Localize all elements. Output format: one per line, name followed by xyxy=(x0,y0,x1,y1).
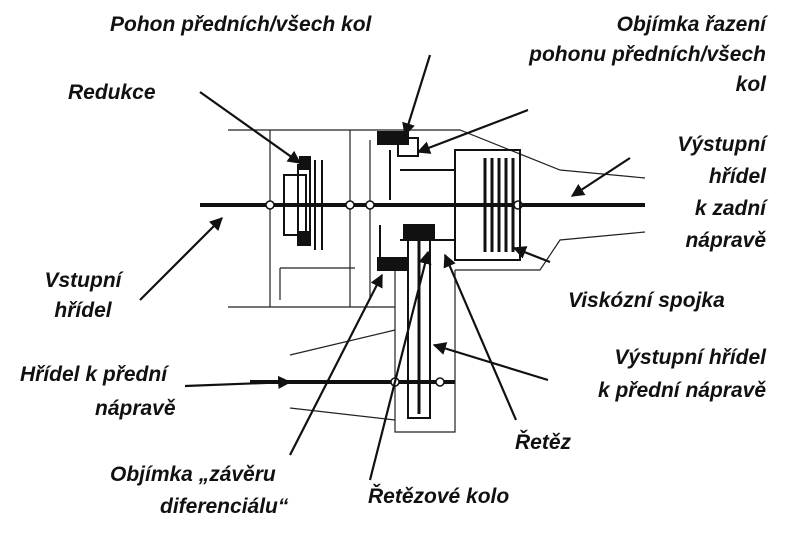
label-rear-output-line2: hřídel xyxy=(708,165,766,188)
label-sprocket: Řetězové kolo xyxy=(368,485,510,508)
chain-drive xyxy=(403,224,435,419)
label-input-shaft-line2: hřídel xyxy=(54,299,112,322)
label-rear-output-line4: nápravě xyxy=(685,229,766,252)
leader-arrows xyxy=(139,54,631,481)
shift-sleeve xyxy=(377,131,419,271)
label-front-axle-shaft-line2: nápravě xyxy=(95,397,176,420)
label-viscous-coupling: Viskózní spojka xyxy=(568,289,725,312)
main-shaft xyxy=(200,200,645,210)
label-front-output-line2: k přední nápravě xyxy=(597,379,766,402)
label-front-output-line1: Výstupní hřídel xyxy=(614,346,766,369)
label-diff-lock-line1: Objímka „závěru xyxy=(110,463,276,486)
label-rear-output-line1: Výstupní xyxy=(677,133,766,156)
label-shift-sleeve-line1: Objímka řazení xyxy=(616,13,766,36)
label-input-shaft-line1: Vstupní xyxy=(44,269,122,292)
label-shift-sleeve-line3: kol xyxy=(735,73,766,96)
label-reduction: Redukce xyxy=(68,81,156,104)
reduction-gearset xyxy=(283,156,323,250)
label-rear-output-line3: k zadní xyxy=(694,197,766,220)
viscous-coupling xyxy=(400,149,521,261)
label-front-all-drive: Pohon předních/všech kol xyxy=(110,13,372,36)
label-diff-lock-line2: diferenciálu“ xyxy=(160,495,289,518)
label-chain: Řetěz xyxy=(515,431,572,454)
label-front-axle-shaft-line1: Hřídel k přední xyxy=(20,363,168,386)
label-shift-sleeve-line2: pohonu předních/všech xyxy=(529,43,766,66)
